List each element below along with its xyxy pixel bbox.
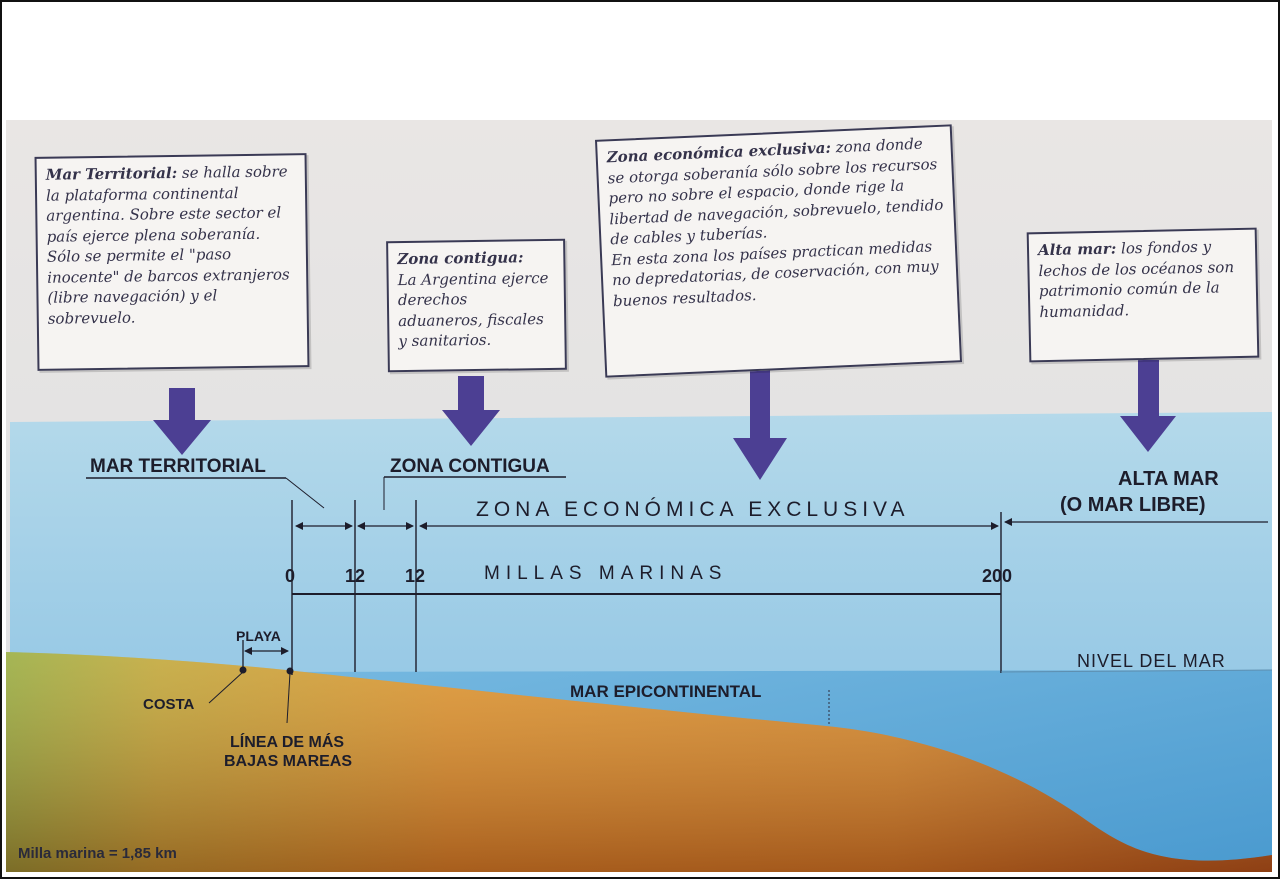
land-shade [6,652,1272,872]
pointer-arrows [153,360,1176,480]
arrow-zee [733,370,787,480]
bajas-mareas-point [286,667,294,675]
arrow-mar-territorial [153,388,211,455]
box-mar-territorial-text: se halla sobre la plataforma continental… [45,162,290,328]
box-zona-contigua: Zona contigua: La Argentina ejerce derec… [386,238,567,373]
label-zee: ZONA ECONÓMICA EXCLUSIVA [476,498,910,521]
label-mar-territorial: MAR TERRITORIAL [90,456,266,477]
label-bajas-mareas-1: LÍNEA DE MÁS [230,734,345,751]
tick-12b: 12 [405,566,426,586]
box-zee-text2: En esta zona los países practican medida… [610,236,940,310]
label-alta-mar-2: (O MAR LIBRE) [1060,494,1206,516]
label-millas: MILLAS MARINAS [484,563,728,584]
box-mar-territorial-title: Mar Territorial: [45,163,178,184]
box-zee: Zona económica exclusiva: zona donde se … [594,124,963,378]
label-nivel-del-mar: NIVEL DEL MAR [1077,651,1226,671]
costa-point [239,666,247,674]
arrow-zona-contigua [442,376,500,446]
label-bajas-mareas-2: BAJAS MAREAS [224,753,353,770]
label-mar-epicontinental: MAR EPICONTINENTAL [570,682,762,701]
arrow-alta-mar [1120,360,1176,452]
label-costa: COSTA [143,696,195,713]
box-zona-contigua-text: La Argentina ejerce derechos aduaneros, … [397,268,549,351]
tick-200: 200 [982,566,1013,586]
tick-0: 0 [285,566,296,586]
label-alta-mar: ALTA MAR [1118,468,1219,490]
label-milla-marina: Milla marina = 1,85 km [18,845,177,862]
box-mar-territorial: Mar Territorial: se halla sobre la plata… [34,153,310,371]
box-alta-mar-title: Alta mar: [1037,239,1117,260]
box-zona-contigua-title: Zona contigua: [397,248,524,269]
label-playa: PLAYA [236,628,281,644]
label-zona-contigua: ZONA CONTIGUA [390,456,550,477]
tick-12a: 12 [345,566,366,586]
box-alta-mar: Alta mar: los fondos y lechos de los océ… [1026,227,1260,363]
mile-markers [291,500,1002,675]
diagram-svg [6,360,1272,872]
